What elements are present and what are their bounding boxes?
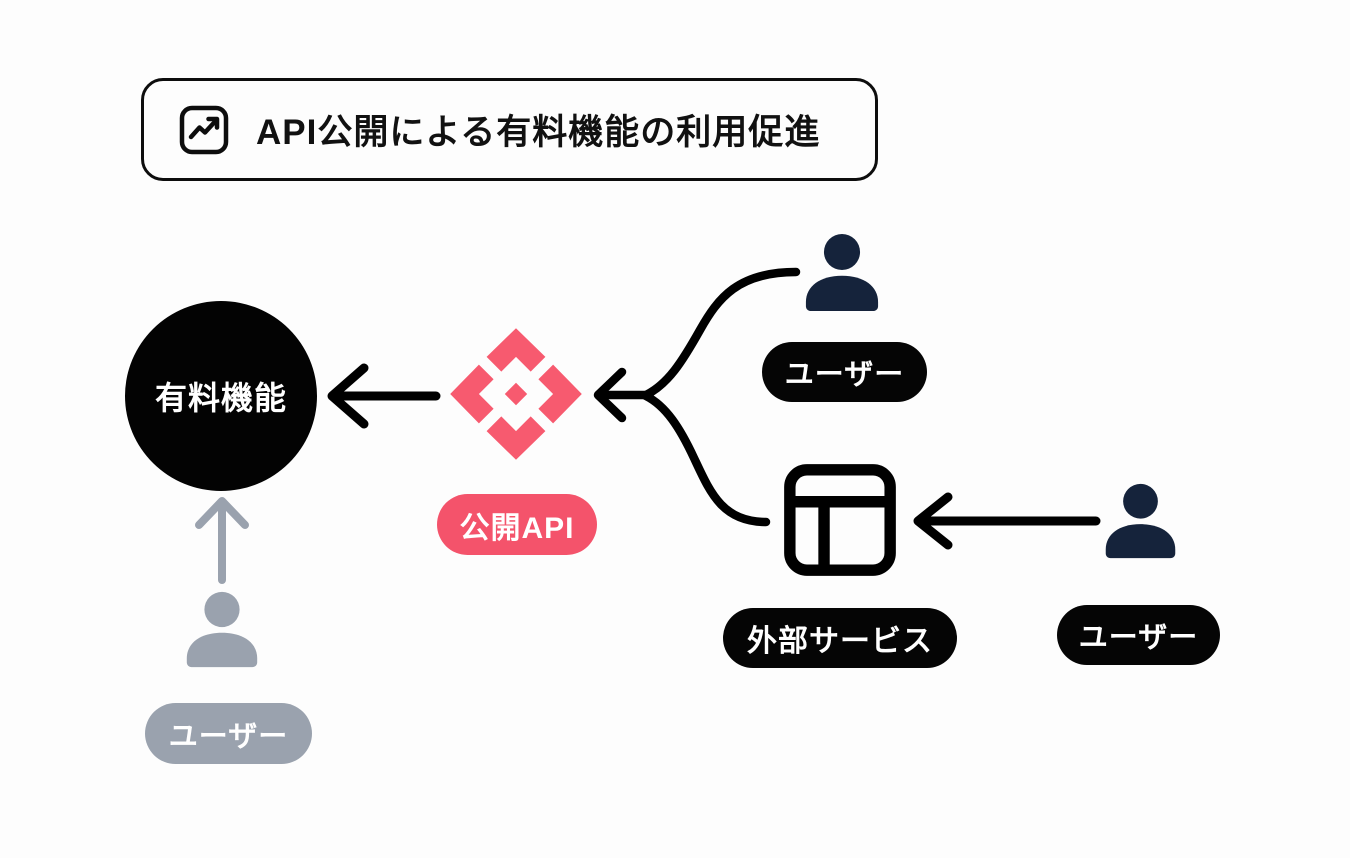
user-top-icon: [805, 233, 879, 312]
user-right-label-pill: ユーザー: [1057, 605, 1220, 665]
user-right-label: ユーザー: [1078, 622, 1199, 654]
public-api-label: 公開API: [459, 511, 575, 545]
external-service-icon: [784, 464, 896, 576]
external-service-label-pill: 外部サービス: [723, 608, 957, 668]
trending-up-icon: [179, 105, 229, 154]
external-service-label: 外部サービス: [747, 625, 933, 658]
user-indirect-label-pill: ユーザー: [145, 703, 312, 764]
user-indirect-icon: [186, 591, 258, 668]
paid-feature-label: 有料機能: [154, 380, 287, 416]
user-top-label: ユーザー: [784, 359, 905, 391]
arrow-user-to-paid-feature: [195, 497, 249, 584]
user-indirect-label: ユーザー: [168, 720, 289, 753]
public-api-label-pill: 公開API: [437, 494, 597, 555]
diagram-title: API公開による有料機能の利用促進: [256, 113, 821, 152]
user-right-icon: [1105, 483, 1176, 559]
paid-feature-node: 有料機能: [125, 301, 317, 491]
arrow-api-to-paid-feature: [327, 363, 441, 429]
user-top-label-pill: ユーザー: [762, 342, 927, 402]
arrow-user-to-external-service: [913, 492, 1101, 550]
diagram-title-banner: API公開による有料機能の利用促進: [141, 78, 878, 181]
arrow-users-to-api: [593, 267, 801, 527]
public-api-icon: [450, 328, 582, 460]
